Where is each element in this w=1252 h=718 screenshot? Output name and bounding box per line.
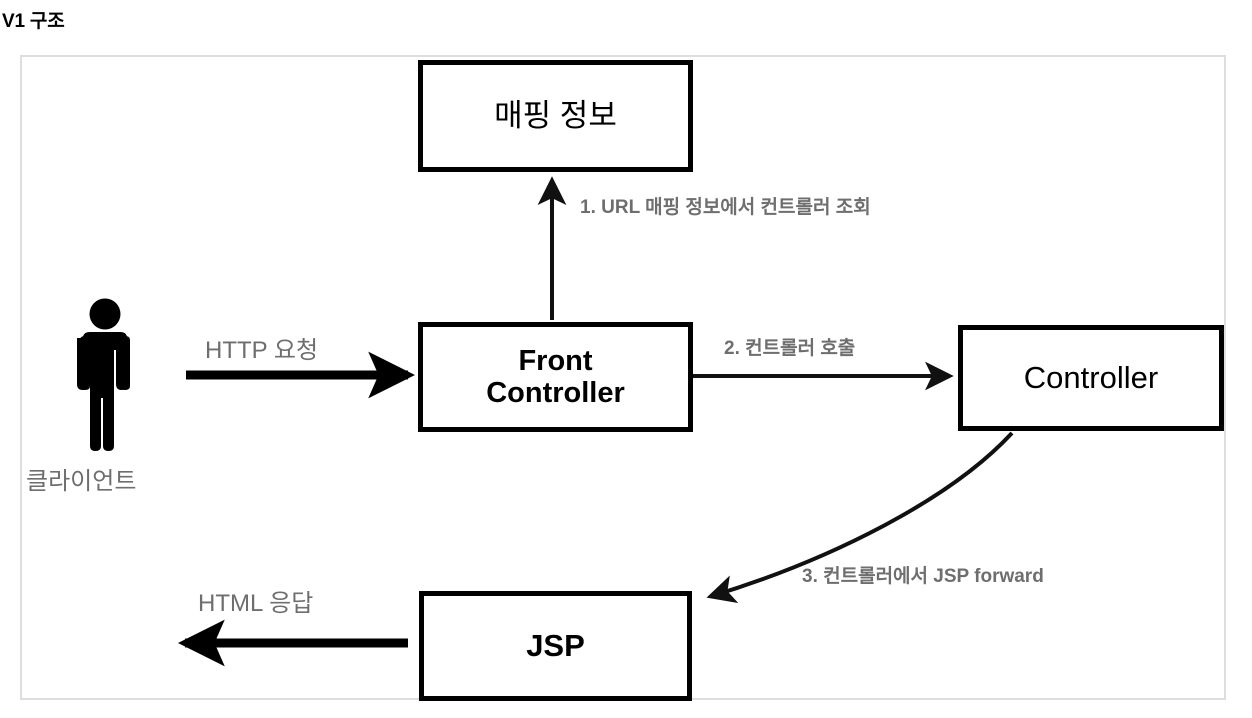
actor-label-client: 클라이언트 [26, 468, 137, 495]
node-jsp[interactable]: JSP [419, 591, 692, 701]
page-title: V1 구조 [2, 11, 65, 32]
edge-label-html-response: HTML 응답 [198, 590, 314, 617]
person-icon [77, 298, 130, 451]
node-controller-label: Controller [1023, 359, 1159, 395]
diagram-frame: 매핑 정보 Front Controller Controller JSP 1.… [20, 55, 1226, 701]
edge-label-step-2: 2. 컨트롤러 호출 [724, 338, 856, 359]
node-mapping-info[interactable]: 매핑 정보 [418, 60, 693, 172]
edge-label-step-3: 3. 컨트롤러에서 JSP forward [802, 566, 1044, 587]
node-front-controller-label: Front Controller [486, 344, 625, 409]
edge-label-step-1: 1. URL 매핑 정보에서 컨트롤러 조회 [580, 197, 871, 218]
node-front-controller[interactable]: Front Controller [418, 322, 693, 432]
node-controller[interactable]: Controller [958, 325, 1224, 431]
edge-label-http-request: HTTP 요청 [205, 337, 319, 364]
node-mapping-info-label: 매핑 정보 [494, 97, 617, 133]
node-jsp-label: JSP [526, 627, 585, 663]
